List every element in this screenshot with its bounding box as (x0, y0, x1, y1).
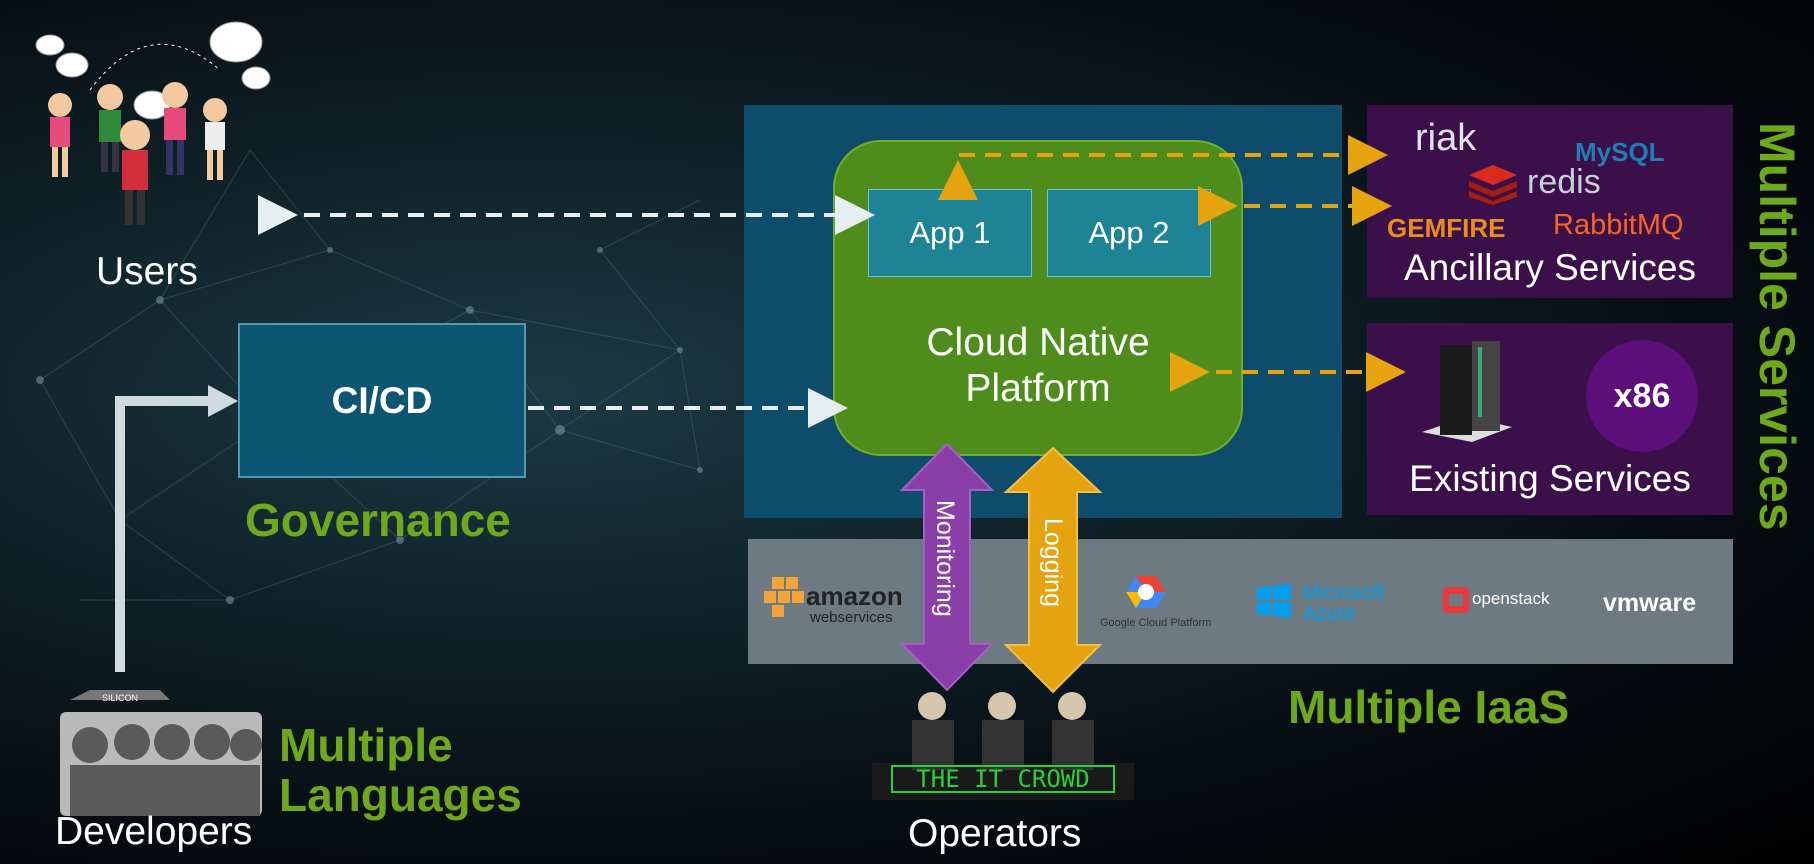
monitoring-label: Monitoring (931, 500, 959, 617)
platform-title-line2: Platform (965, 367, 1111, 410)
x86-label: x86 (1613, 376, 1671, 415)
app-2-label: App 2 (1088, 215, 1170, 250)
operators-image: THE IT CROWD (872, 688, 1134, 800)
cloud-native-platform: App 1 App 2 Cloud Native Platform (833, 140, 1243, 456)
ancillary-services-panel: riak MySQL redis GEMFIRE RabbitMQ Ancill… (1367, 105, 1733, 298)
aws-logo-sub: webservices (810, 609, 893, 626)
x86-badge: x86 (1586, 340, 1698, 452)
openstack-logo: openstack (1472, 589, 1550, 608)
users-label: Users (96, 250, 198, 293)
mysql-logo: MySQL (1575, 137, 1665, 167)
aws-logo-icon (764, 577, 804, 622)
platform-title: Cloud Native Platform (835, 320, 1241, 412)
azure-logo-icon (1257, 584, 1291, 623)
openstack-logo-icon (1443, 587, 1469, 618)
cicd-label: CI/CD (331, 379, 433, 421)
redis-logo-icon (1467, 163, 1519, 210)
operators-label: Operators (908, 812, 1082, 855)
existing-services-label: Existing Services (1409, 458, 1691, 499)
riak-logo: riak (1415, 117, 1477, 159)
multiple-languages-line1: Multiple (279, 719, 453, 771)
app-1-box: App 1 (868, 189, 1032, 277)
cicd-box: CI/CD (238, 323, 526, 478)
iaas-bar: amazon webservices Google Cloud Platform… (748, 539, 1733, 664)
multiple-languages-line2: Languages (279, 769, 522, 821)
developers-label: Developers (55, 810, 253, 853)
aws-logo: amazon (806, 581, 903, 611)
multiple-iaas-label: Multiple IaaS (1288, 681, 1570, 733)
ancillary-services-label: Ancillary Services (1404, 247, 1696, 288)
it-crowd-banner: THE IT CROWD (916, 765, 1089, 793)
gcp-logo-icon (1126, 574, 1166, 615)
app-2-box: App 2 (1047, 189, 1211, 277)
app-1-label: App 1 (909, 215, 991, 250)
multiple-services-label: Multiple Services (1749, 122, 1805, 531)
gemfire-logo: GEMFIRE (1387, 213, 1506, 243)
governance-label: Governance (245, 494, 511, 546)
users-illustration (30, 10, 280, 235)
server-icon (1412, 337, 1522, 452)
redis-logo: redis (1527, 163, 1601, 201)
platform-title-line1: Cloud Native (926, 321, 1150, 364)
vmware-logo: vmware (1603, 589, 1697, 617)
gcp-logo: Google Cloud Platform (1100, 617, 1212, 629)
azure-logo-line1: Microsoft (1303, 582, 1385, 604)
logging-label: Logging (1039, 518, 1067, 607)
svg-text:SILICON: SILICON (102, 693, 138, 703)
rabbitmq-logo: RabbitMQ (1553, 209, 1684, 241)
azure-logo-line2: Azure (1303, 603, 1356, 625)
developers-image: SILICON (60, 690, 262, 816)
